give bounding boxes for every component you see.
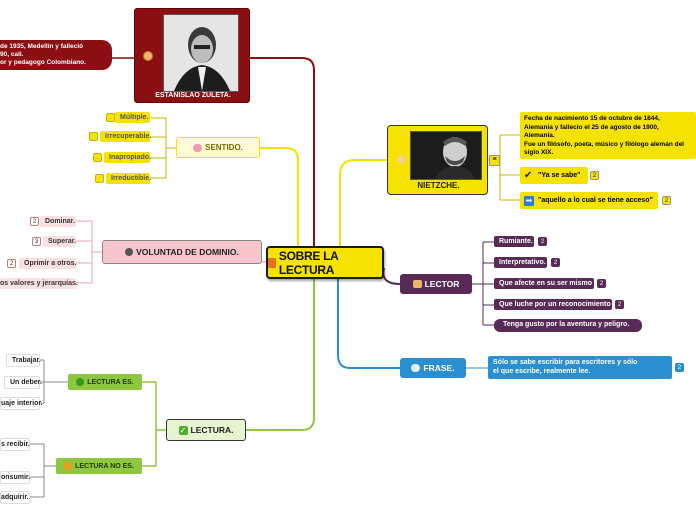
lectura-no-es-item-1[interactable]: s recibir. bbox=[0, 438, 30, 451]
lectura-es-label: LECTURA ES. bbox=[87, 378, 134, 386]
sentido-item-2[interactable]: Irrecuperable. bbox=[100, 131, 151, 142]
lector-count-3: 2 bbox=[597, 279, 606, 288]
zuleta-bio-line-2: 90, cali. bbox=[0, 51, 24, 58]
sentido-badge-2 bbox=[89, 132, 98, 141]
zuleta-node[interactable]: ESTANISLAO ZULETA. bbox=[134, 8, 250, 103]
nietzsche-node[interactable]: NIETZCHE. bbox=[387, 125, 488, 195]
nietzsche-bio-line-4: Fue un filósofo, poeta, músico y filólog… bbox=[524, 140, 684, 148]
lectura-no-es-label: LECTURA NO ES. bbox=[75, 462, 134, 470]
nietzsche-quote-2-text: "aquello a lo cual se tiene acceso" bbox=[538, 197, 653, 204]
green-circle-icon bbox=[76, 378, 85, 386]
lector-item-2[interactable]: Interpretativo. bbox=[494, 257, 547, 268]
portrait-icon bbox=[411, 132, 481, 179]
nietzsche-quote-1[interactable]: ✔ "Ya se sabe" bbox=[520, 167, 588, 184]
lector-count-4: 2 bbox=[615, 300, 624, 309]
frase-node[interactable]: FRASE. bbox=[400, 358, 466, 378]
voluntad-item-1[interactable]: Dominar. bbox=[40, 216, 76, 227]
sentido-label: SENTIDO. bbox=[205, 143, 243, 152]
frase-text[interactable]: Sólo se sabe escribir para escritores y … bbox=[488, 356, 672, 379]
nietzsche-photo bbox=[410, 131, 482, 180]
lectura-es-item-3[interactable]: uaje interior. bbox=[0, 397, 43, 410]
voluntad-item-2[interactable]: Superar. bbox=[43, 236, 76, 247]
voluntad-count-2: 3 bbox=[32, 237, 41, 246]
sentido-badge-4 bbox=[95, 174, 104, 183]
book-icon bbox=[268, 257, 276, 268]
voluntad-count-1: 2 bbox=[30, 217, 39, 226]
frase-count: 2 bbox=[675, 363, 684, 372]
lectura-node[interactable]: ✓ LECTURA. bbox=[166, 419, 246, 441]
frase-label: FRASE. bbox=[423, 363, 455, 373]
voluntad-node[interactable]: VOLUNTAD DE DOMINIO. bbox=[102, 240, 262, 264]
zuleta-label: ESTANISLAO ZULETA. bbox=[155, 92, 231, 99]
sentido-item-1[interactable]: Múltiple. bbox=[115, 112, 150, 123]
lector-item-1[interactable]: Rumiante. bbox=[494, 236, 534, 247]
frase-text-line-1: Sólo se sabe escribir para escritores y … bbox=[493, 359, 638, 366]
central-topic-label: SOBRE LA LECTURA bbox=[278, 248, 339, 277]
lectura-es-item-1[interactable]: Trabajar. bbox=[6, 354, 41, 367]
face-icon bbox=[397, 155, 406, 164]
nietzsche-quote-1-count: 2 bbox=[590, 171, 599, 180]
lector-item-3[interactable]: Que afecte en su ser mismo bbox=[494, 278, 594, 289]
voluntad-count-3: 2 bbox=[7, 259, 16, 268]
nietzsche-bio-line-5: siglo XIX. bbox=[524, 149, 554, 156]
sentido-item-3[interactable]: Inapropiado. bbox=[104, 152, 151, 163]
nietzsche-quote-1-text: "Ya se sabe" bbox=[538, 172, 581, 179]
voluntad-item-4[interactable]: os valores y jerarquías. bbox=[0, 278, 78, 289]
voluntad-label: VOLUNTAD DE DOMINIO. bbox=[136, 247, 239, 257]
lector-label: LECTOR bbox=[424, 279, 460, 289]
nietzsche-bio[interactable]: Fecha de nacimiento 15 de octubre de 184… bbox=[520, 112, 696, 159]
user-icon bbox=[143, 51, 153, 61]
lectura-es-item-2[interactable]: Un deber. bbox=[4, 376, 42, 389]
zuleta-bio-line-1: de 1935, Medellín y falleció bbox=[0, 43, 84, 50]
lector-node[interactable]: LECTOR bbox=[400, 274, 472, 294]
lector-item-4[interactable]: Que luche por un reconocimiento bbox=[494, 299, 612, 310]
portrait-icon bbox=[164, 15, 238, 91]
central-topic[interactable]: SOBRE LA LECTURA bbox=[266, 246, 384, 279]
lectura-no-es-item-3[interactable]: adquirir. bbox=[0, 491, 30, 504]
nietzsche-quote-2[interactable]: ➡ "aquello a lo cual se tiene acceso" bbox=[520, 192, 658, 209]
speaker-icon bbox=[125, 248, 134, 256]
brain-icon bbox=[193, 143, 203, 152]
zuleta-bio-line-3: or y pedagogo Colombiano. bbox=[0, 59, 86, 66]
writing-hand-icon bbox=[412, 280, 422, 288]
lectura-label: LECTURA. bbox=[190, 425, 234, 435]
nietzsche-quote-2-count: 2 bbox=[662, 196, 671, 205]
nietzsche-bio-line-1: Fecha de nacimiento 15 de octubre de 184… bbox=[524, 115, 660, 122]
lectura-no-es-node[interactable]: LECTURA NO ES. bbox=[56, 458, 142, 474]
nietzsche-bio-line-2: Alemania y fallecio el 25 de agosto de 1… bbox=[524, 123, 659, 131]
lector-count-1: 2 bbox=[538, 237, 547, 246]
arrow-right-icon: ➡ bbox=[524, 195, 534, 206]
frase-text-line-2: el que escribe, realmente lee. bbox=[493, 368, 591, 375]
checkmark-icon: ✔ bbox=[524, 169, 533, 181]
sentido-item-4[interactable]: Irreductible. bbox=[106, 173, 151, 184]
zuleta-bio[interactable]: de 1935, Medellín y falleció 90, cali. o… bbox=[0, 40, 112, 70]
list-icon: ≡ bbox=[489, 155, 500, 166]
zuleta-photo bbox=[163, 14, 239, 92]
lectura-es-node[interactable]: LECTURA ES. bbox=[68, 374, 142, 390]
lectura-no-es-item-2[interactable]: onsumir. bbox=[0, 471, 30, 484]
speech-bubble-icon bbox=[411, 364, 421, 372]
sentido-node[interactable]: SENTIDO. bbox=[176, 137, 260, 158]
lector-count-2: 2 bbox=[551, 258, 560, 267]
lector-item-5[interactable]: Tenga gusto por la aventura y peligro. bbox=[494, 319, 642, 332]
sentido-badge-3 bbox=[93, 153, 102, 162]
voluntad-item-3[interactable]: Oprimir a otros. bbox=[19, 258, 77, 269]
sentido-badge-1 bbox=[106, 113, 115, 122]
checkmark-icon: ✓ bbox=[178, 425, 188, 435]
thumbs-down-icon bbox=[64, 462, 73, 470]
nietzsche-bio-line-3: Alemania. bbox=[524, 132, 555, 139]
nietzsche-label: NIETZCHE. bbox=[417, 181, 460, 190]
